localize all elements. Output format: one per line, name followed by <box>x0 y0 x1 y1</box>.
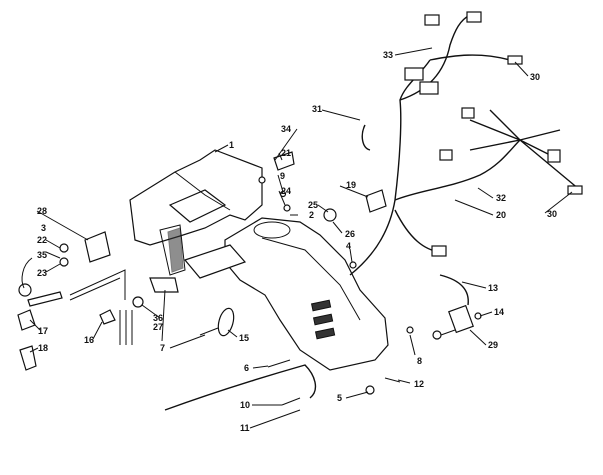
callout-12: 12 <box>414 379 424 389</box>
callout-19: 19 <box>346 180 356 190</box>
wiring-harness <box>164 11 583 411</box>
callout-35: 35 <box>37 250 47 260</box>
callout-8: 8 <box>417 356 422 366</box>
callout-7: 7 <box>160 343 165 353</box>
callout-25: 25 <box>308 200 318 210</box>
callout-1: 1 <box>229 140 234 150</box>
callout-36: 36 <box>153 313 163 323</box>
callout-33: 33 <box>383 50 393 60</box>
callouts: 1 2 3 4 5 6 7 8 9 10 11 12 13 14 15 16 1… <box>37 50 557 433</box>
callout-30-right: 30 <box>547 209 557 219</box>
callout-18: 18 <box>38 343 48 353</box>
callout-20: 20 <box>496 210 506 220</box>
callout-32: 32 <box>496 193 506 203</box>
callout-10: 10 <box>240 400 250 410</box>
callout-22: 22 <box>37 235 47 245</box>
callout-17: 17 <box>38 326 48 336</box>
callout-13: 13 <box>488 283 498 293</box>
callout-15: 15 <box>239 333 249 343</box>
callout-29: 29 <box>488 340 498 350</box>
callout-14: 14 <box>494 307 504 317</box>
callout-31: 31 <box>312 104 322 114</box>
callout-11: 11 <box>240 423 250 433</box>
callout-16: 16 <box>84 335 94 345</box>
left-bracket <box>17 231 235 371</box>
callout-9: 9 <box>280 171 285 181</box>
console-housing <box>129 149 389 371</box>
callout-21: 21 <box>281 148 291 158</box>
callout-2: 2 <box>309 210 314 220</box>
callout-5: 5 <box>337 393 342 403</box>
callout-6: 6 <box>244 363 249 373</box>
leader-lines <box>21 47 573 429</box>
callout-4: 4 <box>346 241 351 251</box>
callout-34: 34 <box>281 124 291 134</box>
callout-26: 26 <box>345 229 355 239</box>
callout-30-top: 30 <box>530 72 540 82</box>
small-parts <box>258 151 414 395</box>
callout-28: 28 <box>37 206 47 216</box>
callout-23: 23 <box>37 268 47 278</box>
callout-27: 27 <box>153 322 163 332</box>
callout-3: 3 <box>41 223 46 233</box>
callout-24: 24 <box>281 186 291 196</box>
